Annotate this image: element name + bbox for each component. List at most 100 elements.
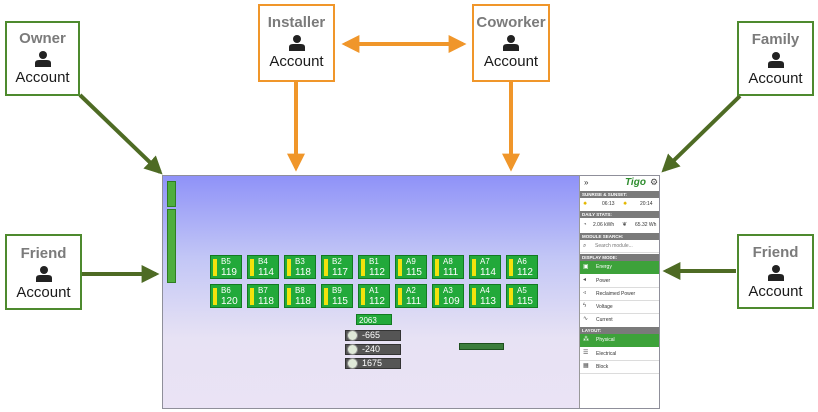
total-power-badge[interactable]: 2063 [356,314,392,325]
person-icon [288,35,305,51]
panel-name: B3 [295,257,305,266]
panel-name: B7 [258,286,268,295]
panel-name: A3 [443,286,453,295]
search-icon: ⌕ [583,243,587,249]
panel-name: B5 [221,257,231,266]
expand-button[interactable]: » [584,178,589,187]
panel-level-bar [398,288,402,305]
zoom-toolbar[interactable] [167,181,176,207]
gear-icon[interactable]: ⚙ [650,177,659,187]
panel-value: 111 [443,267,459,278]
display-mode-reclaimed[interactable]: ◃ Reclaimed Power [580,288,659,300]
display-mode-label: Power [596,278,611,284]
panel-name: A1 [369,286,379,295]
panel-value: 119 [221,267,237,278]
family-role: Family [751,31,800,48]
person-icon [35,266,52,282]
panel-name: A9 [406,257,416,266]
energy-saved: 65.32 Wh [635,222,657,228]
owner-account-label: Account [15,69,70,86]
reclaimed-power-icon: ◃ [583,290,587,296]
panel-name: A2 [406,286,416,295]
daily-stats-row: ◔ 2.06 kWh ❦ 65.32 Wh [580,218,659,232]
panel-name: B1 [369,257,379,266]
physical-layout-icon: ⁂ [583,337,589,343]
stat-row-2: -240 [345,344,401,355]
display-mode-label: Voltage [596,304,613,310]
block-layout-icon: ▦ [583,363,589,369]
installer-account-label: Account [269,53,324,70]
display-mode-energy[interactable]: ▣ Energy [580,261,659,274]
stat-row-1: -665 [345,330,401,341]
sunrise-icon: ✹ [583,201,588,207]
zoom-slider[interactable] [167,209,176,283]
inverter-bar[interactable] [459,343,504,350]
module-search[interactable]: ⌕ Search module... [580,240,659,253]
divider [580,313,659,314]
power-icon: ◂ [583,277,587,283]
panel-level-bar [287,259,291,276]
panel-value: 112 [517,267,533,278]
display-mode-voltage[interactable]: ϟ Voltage [580,301,659,313]
panel-value: 115 [332,296,348,307]
family-account-box: Family Account [737,21,814,96]
panel-value: 111 [406,296,422,307]
energy-today: 2.06 kWh [593,222,615,228]
panel-level-bar [213,288,217,305]
search-input[interactable]: Search module... [595,243,633,249]
panel-name: B6 [221,286,231,295]
leaf-icon: ❦ [622,222,628,228]
panel-value: 118 [295,296,311,307]
panel-value: 114 [480,267,496,278]
display-mode-power[interactable]: ◂ Power [580,275,659,287]
panel-name: B9 [332,286,342,295]
layout-electrical[interactable]: ☰ Electrical [580,348,659,360]
stat-value-1: -665 [362,330,381,340]
display-mode-current[interactable]: ∿ Current [580,314,659,326]
owner-account-box: Owner Account [5,21,80,96]
gauge-icon: ◔ [583,222,587,228]
panel-name: A8 [443,257,453,266]
sunset-icon: ✹ [623,201,628,207]
display-mode-label: Energy [596,264,612,270]
stat-value-2: -240 [362,344,381,354]
friend-right-role: Friend [752,244,799,261]
panel-name: A4 [480,286,490,295]
owner-role: Owner [19,30,66,47]
display-mode-label: Current [596,317,613,323]
divider [580,373,659,374]
panel-level-bar [509,259,513,276]
person-icon [767,52,784,68]
panel-value: 109 [443,296,460,307]
panel-value: 113 [480,296,496,307]
panel-name: B4 [258,257,268,266]
friend-left-account-box: Friend Account [5,234,82,310]
sidebar-header: » Tigo ⚙ [580,176,659,191]
friend-right-account-label: Account [748,283,803,300]
panel-level-bar [472,259,476,276]
layout-block[interactable]: ▦ Block [580,361,659,373]
panel-name: A5 [517,286,527,295]
person-icon [34,51,51,67]
layout-physical[interactable]: ⁂ Physical [580,334,659,347]
friend-left-account-label: Account [16,284,71,301]
